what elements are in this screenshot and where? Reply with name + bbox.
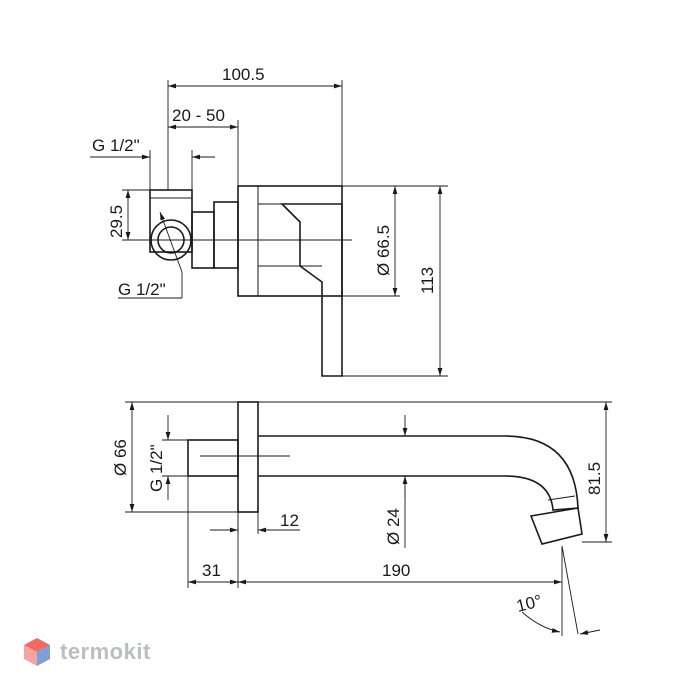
dim-height-spout: 81.5 [585,462,604,495]
side-inlet [187,439,239,477]
dim-length-spout: 190 [382,561,410,580]
dim-thread-top: G 1/2" [92,136,140,155]
dim-plate-thickness: 12 [280,511,299,530]
dim-height-inlet: 29.5 [107,205,126,238]
lever-handle [280,203,343,377]
dim-width-total: 100.5 [222,65,265,84]
dim-diameter-spout: Ø 24 [384,508,403,545]
logo-text: termokit [60,639,151,664]
brand-logo: termokit [22,636,151,668]
spout [258,435,579,511]
dim-diameter-plate-side: Ø 66 [111,439,130,476]
side-view: Ø 66 G 1/2" Ø 24 12 81.5 31 190 [111,401,612,636]
dim-depth-range: 20 - 50 [172,106,225,125]
top-view: 100.5 20 - 50 G 1/2" 29.5 G 1/2" Ø 66.5 … [90,65,448,377]
side-plate [237,401,259,513]
cube-logo-icon [24,638,50,666]
wall-plate [213,201,239,269]
aerator [529,507,583,545]
dim-thread-bottom: G 1/2" [118,280,166,299]
dim-thread-side: G 1/2" [147,444,166,492]
dim-angle: 10° [514,591,544,616]
cover-flange [237,185,343,297]
dim-length-inlet: 31 [202,561,221,580]
dim-height-total: 113 [418,267,437,294]
dim-diameter-plate-top: Ø 66.5 [374,225,393,276]
